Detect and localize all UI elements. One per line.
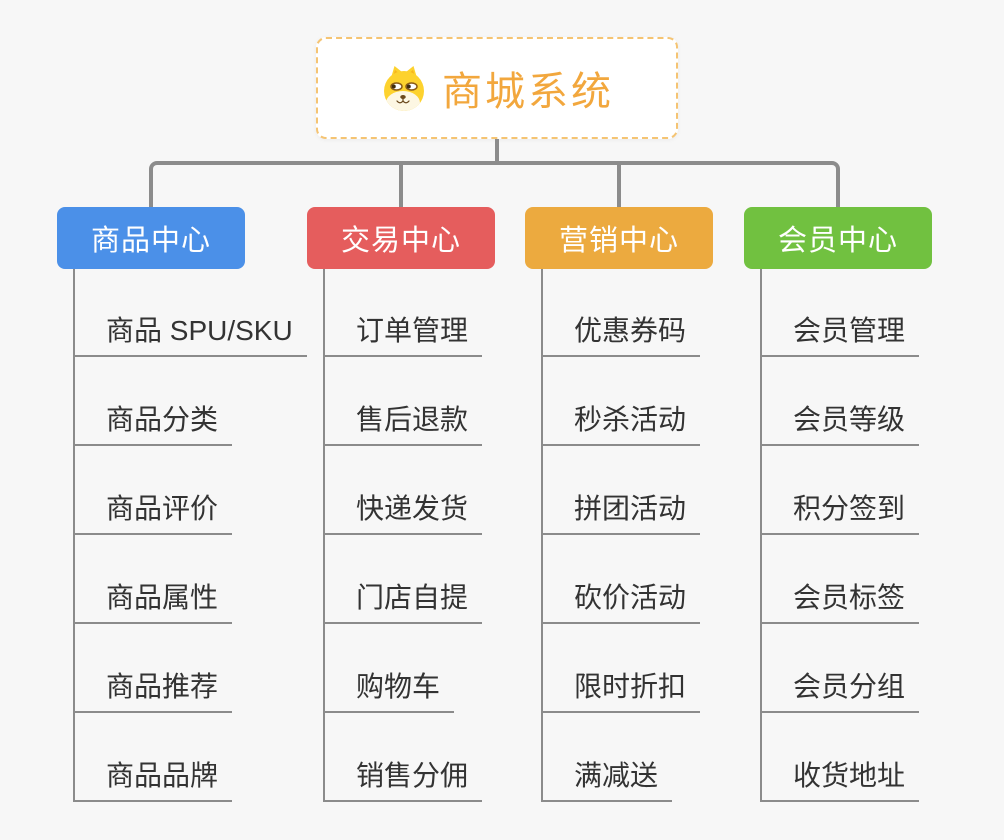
branch-2-item-6[interactable]: 销售分佣 (323, 759, 483, 802)
branch-2-item-5[interactable]: 购物车 (323, 670, 455, 713)
branch-2-item-2[interactable]: 售后退款 (323, 403, 483, 446)
branch-4-item-6[interactable]: 收货地址 (760, 759, 920, 802)
branch-trunk-line-2 (323, 269, 325, 802)
connector-drop-branch-3 (617, 165, 621, 207)
root-title: 商城系统 (442, 70, 614, 114)
shiba-dog-icon (380, 64, 428, 112)
branch-4-item-2[interactable]: 会员等级 (760, 403, 920, 446)
branch-header-label: 会员中心 (777, 225, 898, 257)
branch-2-item-1[interactable]: 订单管理 (323, 314, 483, 357)
branch-header-2[interactable]: 交易中心 (307, 207, 495, 269)
connector-drop-branch-2 (399, 165, 403, 207)
branch-trunk-line-4 (760, 269, 762, 802)
branch-header-1[interactable]: 商品中心 (57, 207, 245, 269)
branch-2-item-3[interactable]: 快递发货 (323, 492, 483, 535)
branch-1-item-3[interactable]: 商品评价 (73, 492, 233, 535)
branch-4-item-1[interactable]: 会员管理 (760, 314, 920, 357)
branch-1-item-5[interactable]: 商品推荐 (73, 670, 233, 713)
branch-1-item-2[interactable]: 商品分类 (73, 403, 233, 446)
branch-3-item-2[interactable]: 秒杀活动 (541, 403, 701, 446)
connector-bus-line (149, 161, 840, 207)
branch-trunk-line-3 (541, 269, 543, 802)
branch-3-item-6[interactable]: 满减送 (541, 759, 673, 802)
branch-3-item-5[interactable]: 限时折扣 (541, 670, 701, 713)
branch-3-item-4[interactable]: 砍价活动 (541, 581, 701, 624)
branch-header-4[interactable]: 会员中心 (744, 207, 932, 269)
branch-2-item-4[interactable]: 门店自提 (323, 581, 483, 624)
branch-3-item-3[interactable]: 拼团活动 (541, 492, 701, 535)
branch-header-label: 营销中心 (558, 225, 679, 257)
branch-1-item-1[interactable]: 商品 SPU/SKU (73, 314, 307, 357)
branch-4-item-3[interactable]: 积分签到 (760, 492, 920, 535)
branch-1-item-4[interactable]: 商品属性 (73, 581, 233, 624)
branch-header-label: 交易中心 (340, 225, 461, 257)
branch-1-item-6[interactable]: 商品品牌 (73, 759, 233, 802)
root-node[interactable]: 商城系统 (316, 37, 678, 139)
branch-4-item-5[interactable]: 会员分组 (760, 670, 920, 713)
branch-header-label: 商品中心 (90, 225, 211, 257)
branch-4-item-4[interactable]: 会员标签 (760, 581, 920, 624)
branch-trunk-line-1 (73, 269, 75, 802)
branch-header-3[interactable]: 营销中心 (525, 207, 713, 269)
connector-root-stem (495, 139, 499, 165)
branch-3-item-1[interactable]: 优惠券码 (541, 314, 701, 357)
